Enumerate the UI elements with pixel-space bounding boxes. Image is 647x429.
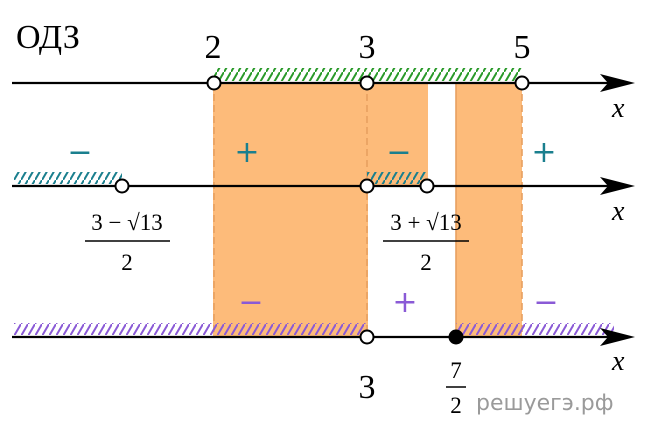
line2-hatch-left [14,172,122,184]
point-7-2-denominator: 2 [450,393,462,418]
solution-region-right [456,83,522,337]
filled-point-7-2 [448,329,464,345]
root-right-numerator: 3 + √13 [390,210,462,235]
root-left-numerator: 3 − √13 [91,210,163,235]
line3-sign-1: − [238,285,263,320]
axis-label-3: x [611,346,625,377]
open-point-3-line2 [359,178,375,194]
line2-hatch-middle [367,172,427,184]
open-point-5 [514,75,530,91]
open-point-root-right [419,178,435,194]
solution-region-left [213,83,368,337]
root-right-denominator: 2 [420,250,432,275]
open-point-root-left [114,178,130,194]
axis-arrow-3 [600,328,635,346]
line3-hatch-right [456,323,614,335]
domain-title: ОДЗ [16,19,80,56]
site-watermark: решуегэ.рф [476,391,614,416]
line2-sign-4: + [531,135,556,170]
open-point-3-line1 [359,75,375,91]
axis-label-2: x [611,196,625,227]
solution-region-middle [368,83,428,186]
axis-arrow-2 [600,177,635,195]
point-label-3: 3 [359,29,376,66]
line3-sign-3: − [533,285,558,320]
point-label-3-bottom: 3 [359,369,376,406]
domain-hatch [214,68,522,81]
point-label-2: 2 [205,29,222,66]
axis-label-1: x [611,93,625,124]
point-label-5: 5 [514,29,531,66]
line2-sign-3: − [386,135,411,170]
root-left-denominator: 2 [121,250,133,275]
line3-sign-2: + [392,285,417,320]
axis-arrow-1 [600,74,635,92]
open-point-3-line3 [359,329,375,345]
line2-sign-2: + [234,135,259,170]
line3-hatch-left [14,323,367,335]
line2-sign-1: − [67,135,92,170]
point-7-2-numerator: 7 [450,358,462,383]
open-point-2 [206,75,222,91]
